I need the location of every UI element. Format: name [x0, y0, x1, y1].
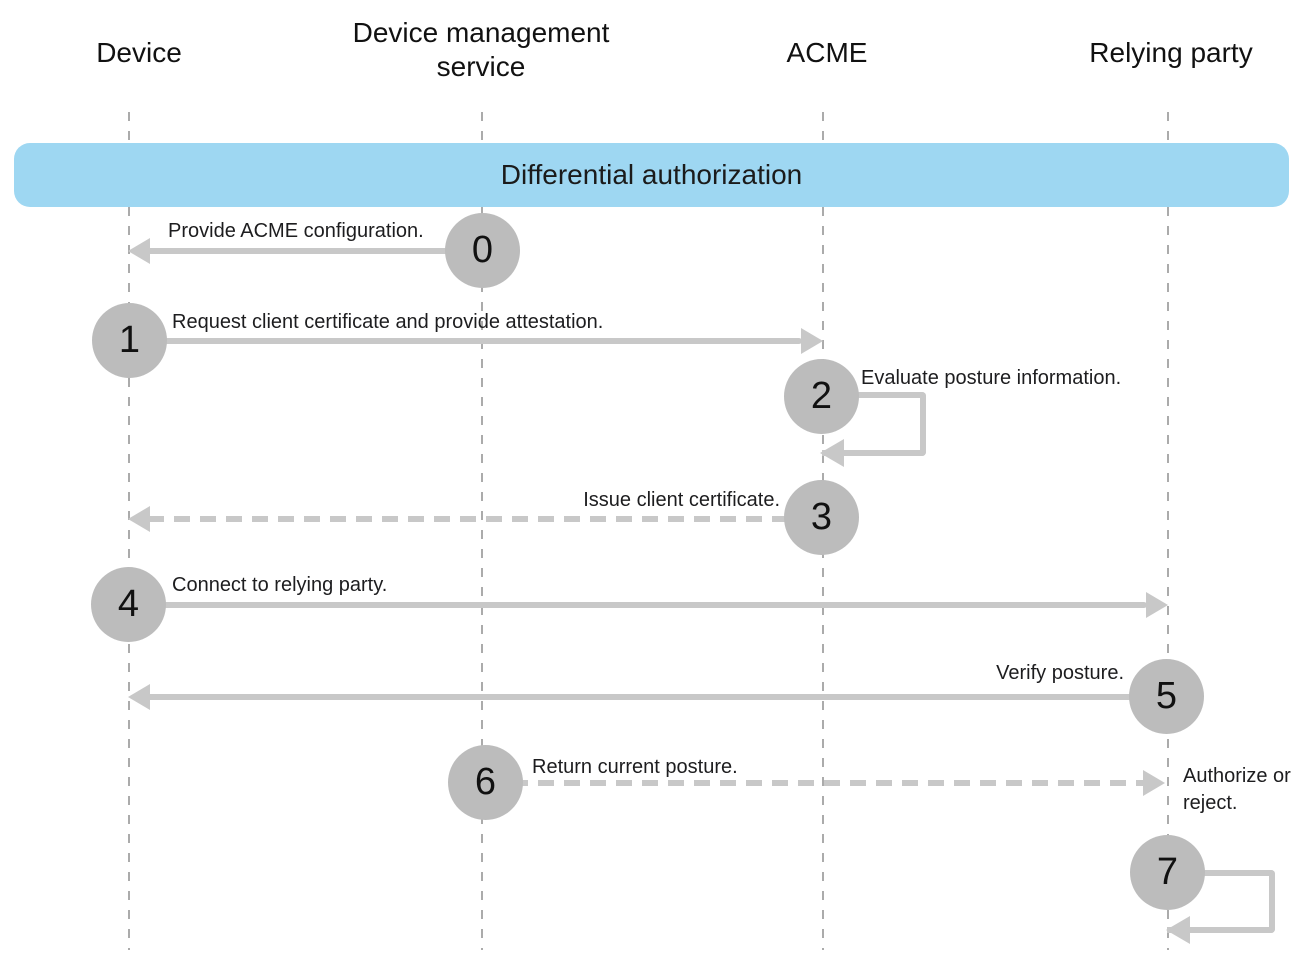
arrow-line-step1 — [130, 338, 802, 344]
message-step1: Request client certificate and provide a… — [172, 311, 604, 333]
message-step3: Issue client certificate. — [583, 489, 780, 511]
message-step6: Return current posture. — [532, 756, 738, 778]
arrow-line-step3 — [148, 516, 822, 522]
step-number-6: 6 — [474, 761, 497, 803]
actor-acme: ACME — [786, 37, 868, 68]
arrow-line-step5 — [146, 694, 1167, 700]
arrow-line-step0 — [146, 248, 483, 254]
actor-device: Device — [96, 37, 182, 68]
phase-banner-title: Differential authorization — [500, 159, 803, 190]
actor-device-management-service-label: Device management service — [352, 17, 610, 82]
arrowhead-left-step7 — [1166, 916, 1190, 944]
message-step7: Authorize or reject. — [1183, 765, 1291, 814]
lifeline-device-management-service — [481, 112, 483, 950]
phase-banner: Differential authorization — [14, 143, 1289, 207]
arrowhead-left-step2 — [820, 439, 844, 467]
step-circle-0: 0 — [445, 213, 520, 288]
message-step4: Connect to relying party. — [172, 574, 388, 596]
step-number-7: 7 — [1156, 851, 1179, 893]
step-circle-2: 2 — [784, 359, 859, 434]
step-circle-3: 3 — [784, 480, 859, 555]
message-step5: Verify posture. — [996, 662, 1124, 684]
step-number-2: 2 — [810, 375, 833, 417]
arrow-line-step4 — [129, 602, 1147, 608]
arrowhead-right-step6 — [1143, 770, 1165, 796]
step-number-4: 4 — [117, 583, 140, 625]
step-circle-5: 5 — [1129, 659, 1204, 734]
actor-relying-party: Relying party — [1089, 37, 1253, 68]
arrowhead-left-step0 — [128, 238, 150, 264]
self-loop-step7 — [1167, 870, 1275, 933]
lifeline-relying-party — [1167, 112, 1169, 950]
step-number-5: 5 — [1155, 675, 1178, 717]
arrowhead-left-step5 — [128, 684, 150, 710]
arrow-line-step6 — [486, 780, 1144, 786]
message-step0: Provide ACME configuration. — [168, 220, 424, 242]
arrowhead-left-step3 — [128, 506, 150, 532]
step-number-3: 3 — [810, 496, 833, 538]
step-number-1: 1 — [118, 319, 141, 361]
self-loop-step2 — [822, 392, 926, 456]
arrowhead-right-step4 — [1146, 592, 1168, 618]
actor-device-management-service: Device management service — [331, 16, 631, 84]
step-number-0: 0 — [471, 229, 494, 271]
step-circle-4: 4 — [91, 567, 166, 642]
step-circle-7: 7 — [1130, 835, 1205, 910]
step-circle-1: 1 — [92, 303, 167, 378]
arrowhead-right-step1 — [801, 328, 823, 354]
step-circle-6: 6 — [448, 745, 523, 820]
message-step2: Evaluate posture information. — [861, 367, 1122, 389]
